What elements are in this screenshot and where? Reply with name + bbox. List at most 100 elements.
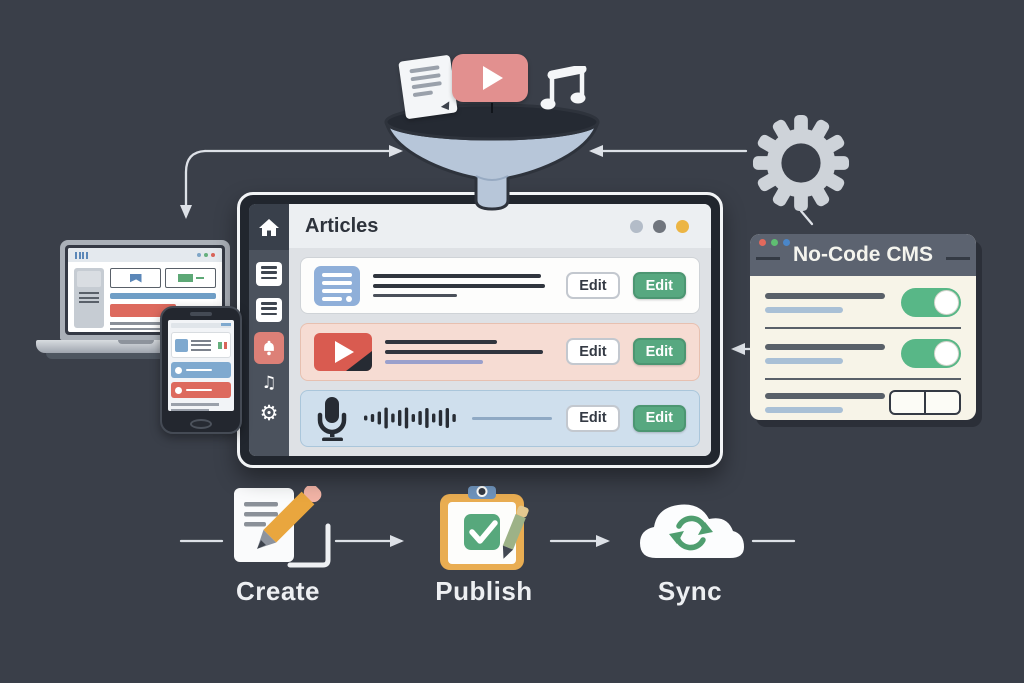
green-block	[177, 274, 193, 282]
sidebar-item-audio[interactable]: ♫	[261, 375, 276, 392]
segment-right[interactable]	[926, 392, 959, 413]
automation-gear-icon	[752, 114, 850, 212]
text-line	[765, 357, 843, 364]
arrow-to-laptop	[180, 149, 207, 219]
browser-logo-icon	[75, 251, 88, 259]
cms-settings-list	[750, 276, 976, 425]
text-line	[171, 403, 219, 406]
phone-home-button[interactable]	[190, 419, 212, 429]
text-line	[373, 293, 457, 298]
text-line	[412, 90, 434, 97]
play-triangle-icon	[482, 66, 503, 90]
text-lines	[373, 273, 545, 298]
bell-icon	[264, 340, 274, 356]
edit-outline-button[interactable]: Edit	[566, 338, 620, 366]
sidebar-item-home[interactable]	[249, 204, 289, 250]
cms-setting-row	[765, 329, 961, 380]
edit-filled-button[interactable]: Edit	[632, 272, 686, 300]
minimize-dot[interactable]	[771, 239, 778, 246]
laptop-page-body	[68, 262, 222, 332]
audio-progress-line	[472, 416, 552, 420]
toggle-switch-on[interactable]	[901, 339, 961, 368]
text-line	[411, 81, 442, 89]
window-dot[interactable]	[630, 219, 643, 233]
text-line	[171, 408, 209, 411]
gear-cms-connector	[799, 209, 814, 226]
text-line	[385, 340, 497, 345]
gear-icon: ⚙	[259, 401, 279, 425]
no-code-cms-panel: No-Code CMS	[750, 234, 976, 420]
toggle-switch-on[interactable]	[901, 288, 961, 317]
item-icon	[175, 366, 182, 374]
green-dash	[195, 276, 204, 280]
text-line	[261, 307, 277, 310]
app-sidebar: ♫ ⚙	[249, 204, 289, 456]
browser-toolbar-dots	[197, 253, 215, 257]
edit-outline-button[interactable]: Edit	[566, 272, 620, 300]
text-line	[110, 322, 197, 325]
segmented-button[interactable]	[889, 390, 961, 415]
toggle-knob	[934, 290, 959, 315]
sidebar-item-pages[interactable]	[256, 298, 282, 322]
text-line	[410, 73, 441, 81]
window-control-dots	[630, 219, 689, 233]
document-pencil-icon	[234, 486, 331, 568]
cms-app-window: ♫ ⚙ Articles	[237, 192, 723, 468]
text-lines	[385, 340, 543, 364]
phone-speaker	[190, 312, 212, 316]
list-row-article: Edit Edit	[300, 257, 700, 315]
window-dot[interactable]	[653, 219, 666, 233]
text-line	[385, 360, 483, 364]
edit-filled-button[interactable]: Edit	[632, 404, 686, 432]
sidebar-item-active[interactable]	[254, 332, 284, 364]
decorative-dash	[946, 257, 970, 260]
phone-device	[160, 306, 242, 434]
phone-screen	[168, 320, 234, 411]
app-main-panel: Articles	[289, 204, 711, 456]
edit-filled-button[interactable]: Edit	[632, 338, 686, 366]
text-line	[261, 271, 277, 274]
text-line	[765, 343, 885, 350]
sidebar-item-settings[interactable]: ⚙	[260, 403, 279, 424]
waveform-icon	[364, 407, 456, 429]
image-placeholder-icon	[175, 338, 188, 352]
text-line	[261, 276, 277, 280]
text-line	[186, 368, 212, 372]
text-line	[385, 350, 543, 355]
step-label-sync: Sync	[657, 576, 723, 606]
decorative-dash	[756, 257, 780, 260]
laptop-base-edge	[46, 353, 242, 359]
document-icon	[398, 54, 458, 120]
text-line	[79, 296, 99, 299]
blue-dash	[221, 323, 231, 326]
flag-icon	[129, 273, 142, 283]
cms-setting-row	[765, 380, 961, 425]
phone-list-item-blue	[171, 362, 231, 378]
item-icon	[175, 386, 182, 394]
text-line	[186, 388, 212, 392]
window-dot[interactable]	[676, 219, 689, 233]
content-funnel	[384, 103, 600, 211]
cms-setting-row	[765, 278, 961, 329]
laptop-notch	[118, 340, 154, 344]
microphone-icon	[317, 397, 347, 442]
text-line	[261, 266, 277, 269]
segment-left[interactable]	[891, 392, 926, 413]
play-button-icon	[314, 332, 372, 371]
clipboard-check-icon	[440, 486, 529, 570]
list-row-audio: Edit Edit	[300, 389, 700, 447]
text-line	[79, 301, 99, 303]
text-line	[261, 312, 277, 316]
funnel-contour	[475, 175, 509, 181]
edit-outline-button[interactable]: Edit	[566, 404, 620, 432]
content-card	[110, 268, 161, 288]
cms-panel-title: No-Code CMS	[793, 243, 933, 266]
close-dot[interactable]	[759, 239, 766, 246]
text-line	[765, 292, 885, 299]
text-line	[765, 406, 843, 413]
sidebar-item-articles[interactable]	[256, 262, 282, 286]
video-play-icon	[452, 54, 528, 102]
maximize-dot[interactable]	[783, 239, 790, 246]
text-line	[79, 292, 99, 294]
